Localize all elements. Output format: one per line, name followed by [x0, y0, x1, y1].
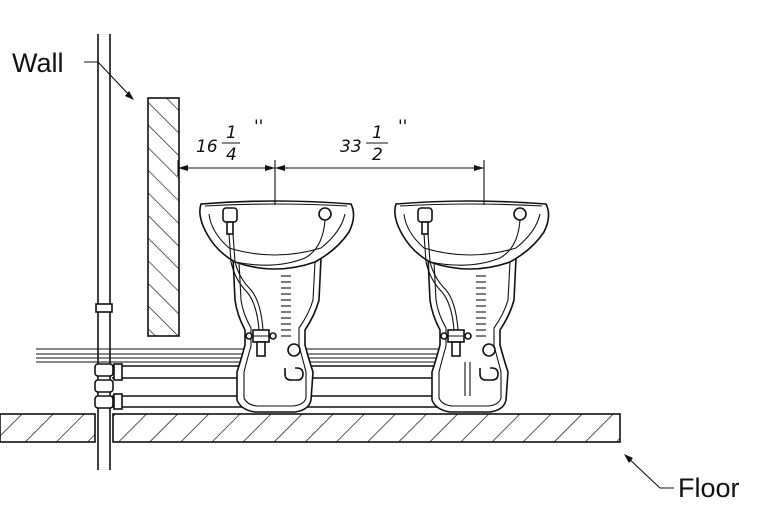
dimension-lines: [177, 160, 485, 205]
supply-riser: [94, 34, 114, 470]
dim2-denominator: 2: [372, 145, 383, 165]
dim2-numerator: 1: [372, 123, 383, 143]
floor-label: Floor: [678, 473, 740, 503]
dimension-wall-to-first: 16 1 4 '': [196, 117, 263, 165]
shampoo-unit-2: [394, 200, 550, 413]
floor-callout: Floor: [624, 454, 740, 503]
wall-section: [147, 97, 180, 337]
dim1-whole: 16: [196, 137, 218, 157]
shampoo-unit-1: [199, 200, 355, 413]
dim2-unit: '': [398, 117, 407, 137]
floor-slab-right: [112, 413, 621, 443]
wall-label: Wall: [12, 48, 64, 78]
dim1-unit: '': [254, 117, 263, 137]
dim1-numerator: 1: [226, 123, 237, 143]
dim2-whole: 33: [340, 137, 362, 157]
drain-drops: [464, 362, 471, 396]
floor-slab: [0, 413, 96, 443]
wall-callout: Wall: [12, 48, 134, 100]
dimension-between-units: 33 1 2 '': [340, 117, 407, 165]
dim1-denominator: 4: [226, 145, 237, 165]
